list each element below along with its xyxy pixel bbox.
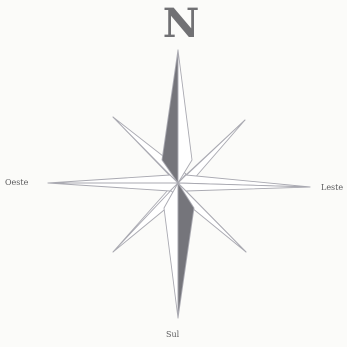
east-label: Leste: [321, 184, 343, 192]
west-label: Oeste: [5, 179, 28, 187]
north-label: N: [161, 4, 201, 44]
point-north-right: [178, 50, 192, 183]
point-west-upper: [48, 175, 178, 183]
point-north-left: [162, 50, 178, 183]
south-label: Sul: [166, 331, 179, 339]
point-west-lower: [48, 183, 178, 191]
